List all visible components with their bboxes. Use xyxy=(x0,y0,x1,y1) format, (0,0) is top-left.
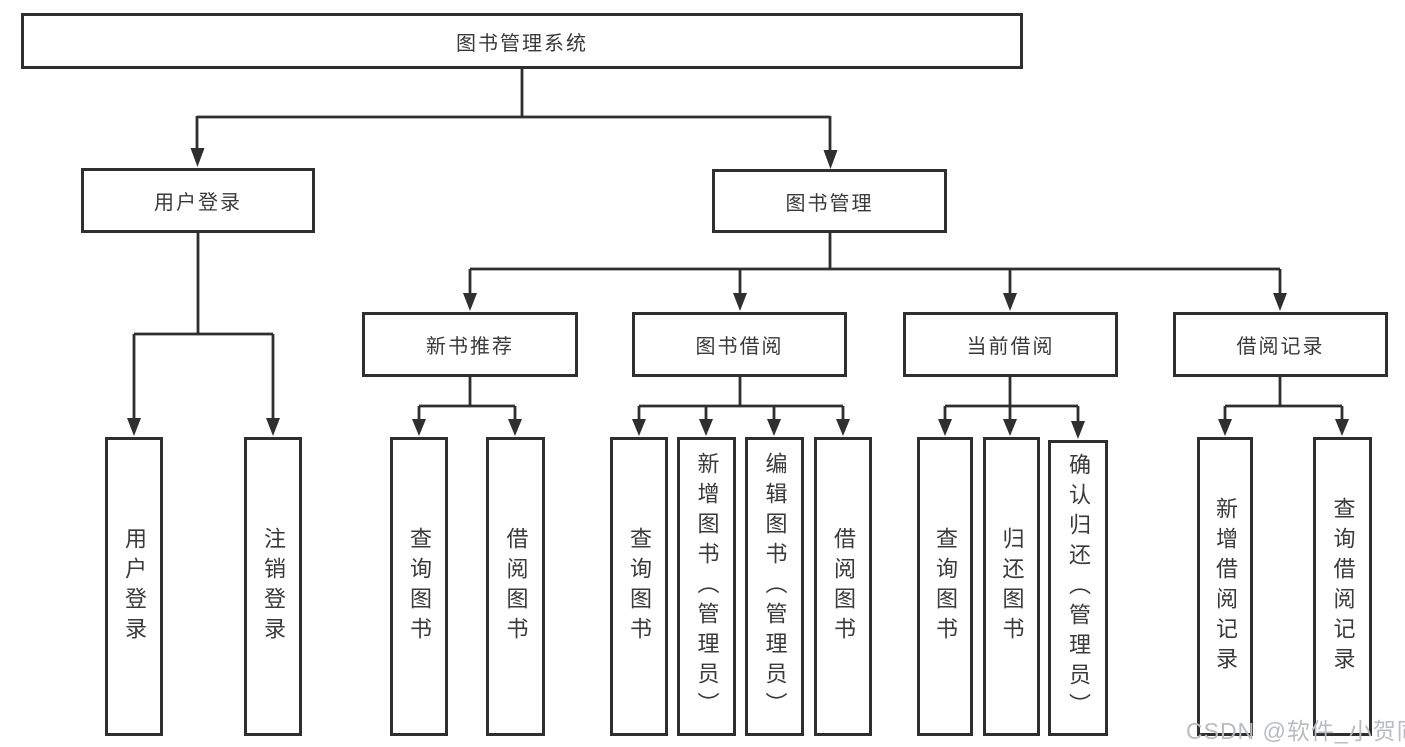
leaf-borrowing-add-label: 新增图书（管理员） xyxy=(694,451,720,722)
leaf-records-query-label: 查询借阅记录 xyxy=(1330,496,1356,677)
leaf-logout-label: 注销登录 xyxy=(261,526,286,647)
edge-records-to-leaves xyxy=(1218,377,1349,436)
leaf-borrowing-add: 新增图书（管理员） xyxy=(677,437,736,736)
csdn-watermark: CSDN @软件_小贺同学 xyxy=(1186,718,1405,744)
leaf-records-query: 查询借阅记录 xyxy=(1313,437,1372,736)
leaf-records-add: 新增借阅记录 xyxy=(1197,437,1253,736)
edge-userlogin-to-leaves xyxy=(127,232,280,436)
leaf-newbook-query: 查询图书 xyxy=(390,437,448,736)
leaf-user-login: 用户登录 xyxy=(105,437,163,736)
leaf-logout: 注销登录 xyxy=(244,437,302,736)
node-book-borrowing-label: 图书借阅 xyxy=(695,336,784,358)
leaf-borrowing-query: 查询图书 xyxy=(610,437,668,736)
node-root-label: 图书管理系统 xyxy=(456,32,588,55)
leaf-borrowing-borrow: 借阅图书 xyxy=(814,437,872,736)
leaf-user-login-label: 用户登录 xyxy=(122,526,147,647)
leaf-current-query-label: 查询图书 xyxy=(933,526,958,647)
node-current-borrowing: 当前借阅 xyxy=(903,312,1118,377)
leaf-newbook-query-label: 查询图书 xyxy=(407,526,432,647)
leaf-current-confirm: 确认归还（管理员） xyxy=(1048,440,1108,736)
leaf-current-confirm-label: 确认归还（管理员） xyxy=(1066,453,1091,723)
edge-root-to-level2 xyxy=(190,69,838,169)
node-book-mgmt-branch-label: 图书管理 xyxy=(785,192,874,215)
leaf-newbook-borrow: 借阅图书 xyxy=(486,437,545,736)
leaf-current-return: 归还图书 xyxy=(983,437,1040,736)
node-book-borrowing: 图书借阅 xyxy=(632,312,847,377)
node-new-book-rec: 新书推荐 xyxy=(362,312,578,377)
node-new-book-rec-label: 新书推荐 xyxy=(426,336,514,358)
edge-bookmgmt-to-level3 xyxy=(463,233,1287,311)
leaf-borrowing-edit-label: 编辑图书（管理员） xyxy=(762,451,788,722)
leaf-records-add-label: 新增借阅记录 xyxy=(1213,496,1238,677)
leaf-current-return-label: 归还图书 xyxy=(999,526,1025,647)
edge-borrowing-to-leaves xyxy=(632,377,850,436)
edge-current-to-leaves xyxy=(938,377,1085,439)
node-borrow-records-label: 借阅记录 xyxy=(1236,336,1325,358)
edge-newbook-to-leaves xyxy=(412,377,522,436)
leaf-borrowing-query-label: 查询图书 xyxy=(627,526,652,647)
node-borrow-records: 借阅记录 xyxy=(1173,312,1388,377)
node-current-borrowing-label: 当前借阅 xyxy=(966,336,1055,358)
node-root-system: 图书管理系统 xyxy=(21,13,1023,69)
node-user-login-branch-label: 用户登录 xyxy=(154,192,242,214)
node-user-login-branch: 用户登录 xyxy=(81,168,315,233)
leaf-borrowing-edit: 编辑图书（管理员） xyxy=(745,437,804,736)
leaf-newbook-borrow-label: 借阅图书 xyxy=(503,526,529,647)
leaf-borrowing-borrow-label: 借阅图书 xyxy=(831,526,856,647)
node-book-mgmt-branch: 图书管理 xyxy=(712,169,947,233)
leaf-current-query: 查询图书 xyxy=(917,437,973,736)
